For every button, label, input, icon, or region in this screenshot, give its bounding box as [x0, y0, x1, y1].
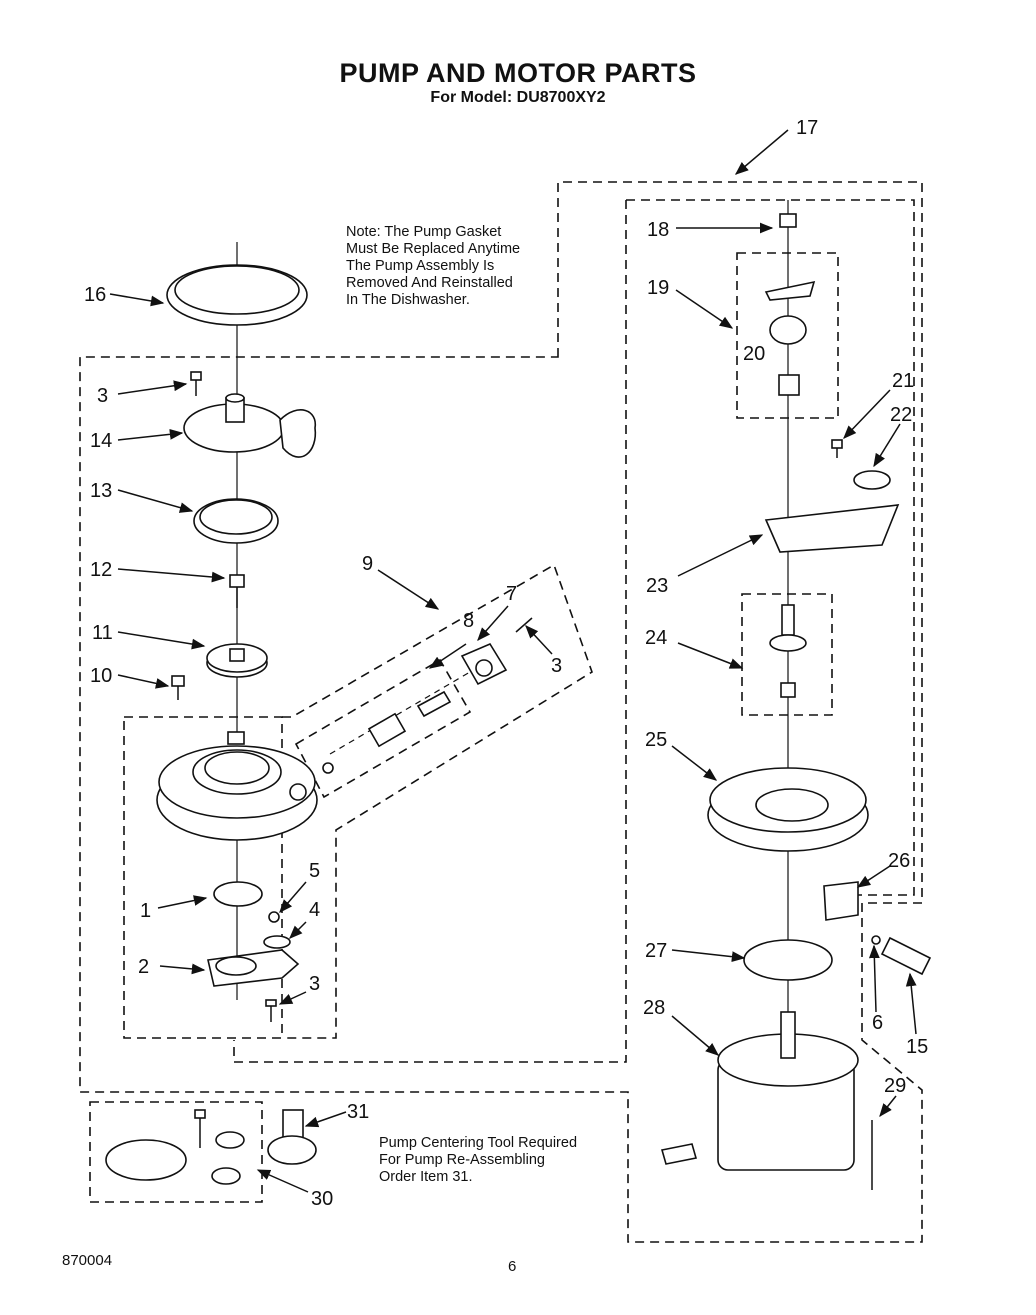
bolt-part — [171, 675, 185, 700]
callout-2: 2 — [138, 956, 149, 978]
pump-link-boundary — [233, 200, 627, 1063]
callout-29: 29 — [884, 1075, 906, 1097]
callout-22: 22 — [890, 404, 912, 426]
callout-28: 28 — [643, 997, 665, 1019]
assembly-17-boundary — [79, 181, 923, 1243]
note-line: Removed And Reinstalled — [346, 275, 513, 291]
screw-part — [190, 371, 202, 396]
o-ring-part — [263, 935, 291, 949]
callout-14: 14 — [90, 430, 112, 452]
callout-7: 7 — [506, 583, 517, 605]
motor-clip-part — [764, 280, 816, 345]
callout-17: 17 — [796, 117, 818, 139]
callout-8: 8 — [463, 610, 474, 632]
pump-housing-part — [156, 731, 318, 841]
nut-part — [779, 213, 797, 228]
pump-gasket-note: Note: The Pump Gasket Must Be Replaced A… — [346, 224, 520, 309]
spacer-part — [778, 374, 800, 396]
callout-3: 3 — [309, 973, 320, 995]
motor-section-boundary — [626, 199, 915, 896]
kit-30-parts — [105, 1109, 245, 1185]
callout-1: 1 — [140, 900, 151, 922]
drain-valve-boundary — [282, 563, 593, 1039]
callout-15: 15 — [906, 1036, 928, 1058]
leader-lines — [109, 129, 917, 1193]
callout-12: 12 — [90, 559, 112, 581]
page-number: 6 — [508, 1258, 517, 1275]
callout-5: 5 — [309, 860, 320, 882]
deflector-part — [743, 939, 833, 981]
valve-screw-part — [515, 617, 533, 633]
callout-23: 23 — [646, 575, 668, 597]
drain-valve-part — [322, 690, 452, 774]
valve-axis — [329, 671, 471, 755]
callout-31: 31 — [347, 1101, 369, 1123]
note-line: Pump Centering Tool Required — [379, 1135, 578, 1151]
callout-24: 24 — [645, 627, 667, 649]
callout-30: 30 — [311, 1188, 333, 1210]
thermostat-part — [871, 935, 932, 976]
page-title: PUMP AND MOTOR PARTS — [339, 58, 697, 88]
thermostat-clip-part — [823, 881, 859, 921]
motor-bracket-part — [764, 504, 900, 553]
grommet-part — [853, 470, 891, 490]
centering-tool-part — [267, 1109, 317, 1165]
motor-mount-part — [707, 767, 869, 852]
callout-3: 3 — [551, 655, 562, 677]
note-line: Order Item 31. — [379, 1169, 473, 1185]
valve-kit-8-boundary — [294, 658, 472, 799]
coupling-part — [769, 604, 807, 698]
callout-21: 21 — [892, 370, 914, 392]
callout-10: 10 — [90, 665, 112, 687]
note-line: Note: The Pump Gasket — [346, 224, 502, 240]
seal-ring-part — [193, 498, 279, 544]
mount-screw-part — [831, 439, 843, 458]
callout-6: 6 — [872, 1012, 883, 1034]
impeller-screw-part — [229, 574, 245, 608]
motor-part — [660, 1011, 859, 1171]
callout-20: 20 — [743, 343, 765, 365]
callout-9: 9 — [362, 553, 373, 575]
centering-tool-note: Pump Centering Tool Required For Pump Re… — [379, 1135, 577, 1186]
pump-gasket-part — [166, 264, 308, 326]
callout-25: 25 — [645, 729, 667, 751]
valve-cap-part — [460, 642, 508, 686]
strainer-part — [213, 881, 263, 907]
base-screw-part — [265, 999, 277, 1022]
footer-code: 870004 — [62, 1252, 113, 1269]
callout-19: 19 — [647, 277, 669, 299]
callout-26: 26 — [888, 850, 910, 872]
callout-18: 18 — [647, 219, 669, 241]
pump-cover-part — [183, 393, 317, 458]
pump-housing-boundary — [123, 716, 283, 1039]
model-subtitle: For Model: DU8700XY2 — [430, 89, 606, 106]
note-line: For Pump Re-Assembling — [379, 1152, 545, 1168]
callout-27: 27 — [645, 940, 667, 962]
pump-base-part — [207, 949, 300, 987]
kit-24-boundary — [741, 593, 833, 716]
note-line: In The Dishwasher. — [346, 292, 470, 308]
callout-11: 11 — [92, 622, 113, 644]
callout-3: 3 — [97, 385, 108, 407]
note-line: Must Be Replaced Anytime — [346, 241, 521, 257]
note-line: The Pump Assembly Is — [346, 258, 495, 274]
impeller-part — [206, 643, 268, 678]
callout-4: 4 — [309, 899, 320, 921]
callout-16: 16 — [84, 284, 106, 306]
callout-13: 13 — [90, 480, 112, 502]
check-ball-part — [268, 911, 280, 923]
